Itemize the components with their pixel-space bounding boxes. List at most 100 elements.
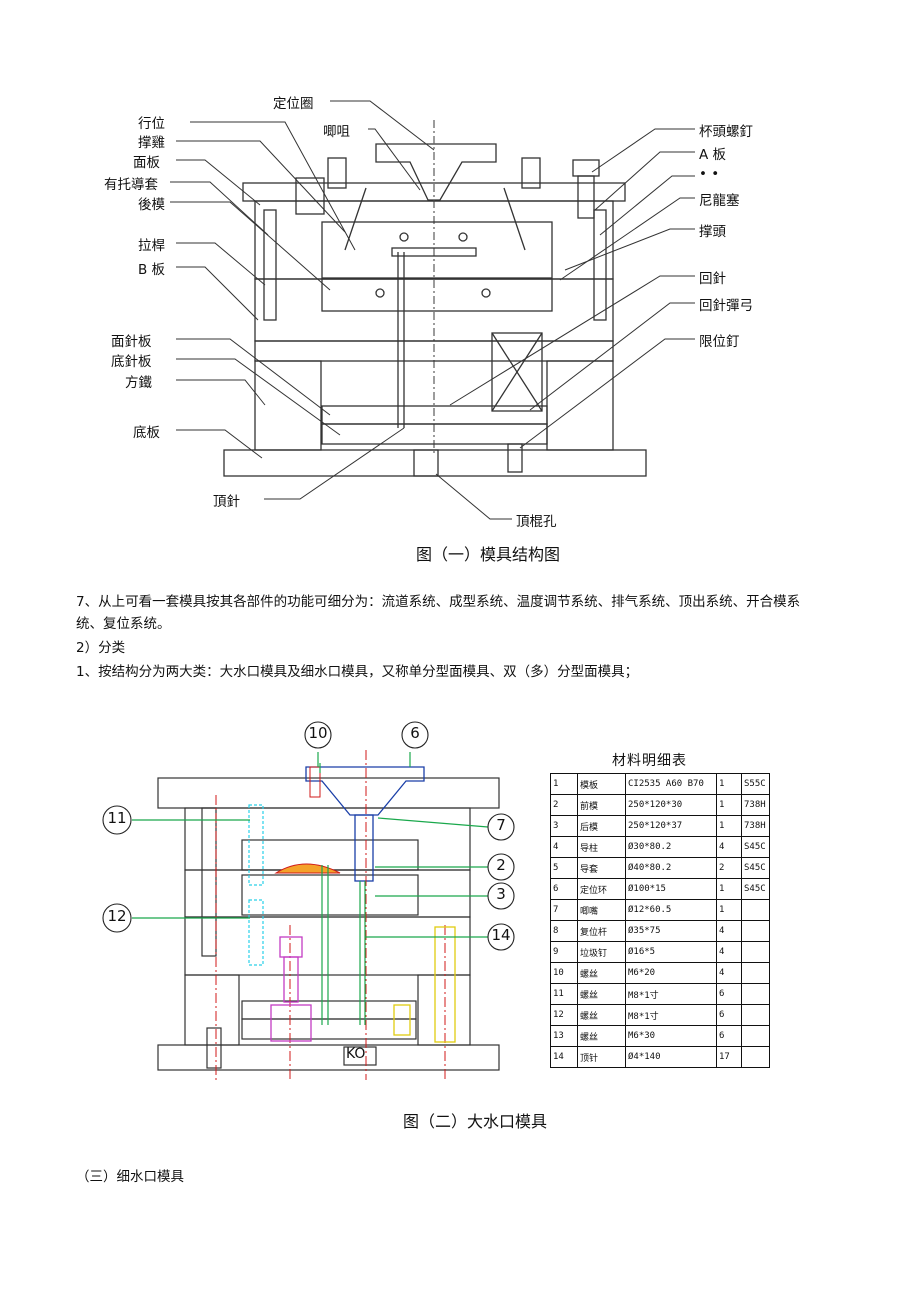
paragraph-classification: 2）分类 <box>76 640 126 656</box>
bom-material: S55C <box>741 773 770 795</box>
bom-name: 后模 <box>577 815 626 837</box>
bom-spec: CI2535 A60 B70 <box>625 773 717 795</box>
bom-qty: 2 <box>716 857 742 879</box>
label-tie-rod: 拉桿 <box>138 238 165 254</box>
bom-spec: Ø100*15 <box>625 878 717 900</box>
balloon-11: 11 <box>107 809 127 827</box>
figure-1-caption: 图（一）模具结构图 <box>416 545 561 564</box>
bom-spec: Ø4*140 <box>625 1046 717 1068</box>
bom-spec: Ø16*5 <box>625 941 717 963</box>
bom-qty: 4 <box>716 962 742 984</box>
bom-name: 导柱 <box>577 836 626 858</box>
label-a-plate: A 板 <box>699 147 727 163</box>
balloon-14: 14 <box>491 926 511 944</box>
balloon-6: 6 <box>410 724 420 742</box>
bom-material <box>741 941 770 963</box>
bom-material: S45C <box>741 878 770 900</box>
bom-material <box>741 1025 770 1047</box>
bom-material <box>741 899 770 921</box>
label-ejector-pin: 頂針 <box>213 494 240 510</box>
bom-no: 6 <box>550 878 578 900</box>
label-dots: • • <box>699 166 720 182</box>
label-return-spring: 回針彈弓 <box>699 298 753 314</box>
bom-spec: Ø35*75 <box>625 920 717 942</box>
bom-qty: 1 <box>716 815 742 837</box>
bom-name: 导套 <box>577 857 626 879</box>
bom-no: 3 <box>550 815 578 837</box>
bom-spec: M8*1寸 <box>625 1004 717 1026</box>
bom-name: 复位杆 <box>577 920 626 942</box>
bom-qty: 4 <box>716 836 742 858</box>
mold-structure-drawing <box>170 100 695 520</box>
bom-no: 12 <box>550 1004 578 1026</box>
bom-no: 7 <box>550 899 578 921</box>
paragraph-7-line-2: 统、复位系统。 <box>76 616 171 632</box>
label-slide: 行位 <box>138 116 165 132</box>
bom-material: S45C <box>741 836 770 858</box>
label-bottom-plate: 底板 <box>133 425 160 441</box>
bom-no: 11 <box>550 983 578 1005</box>
label-core: 後模 <box>138 197 165 213</box>
bom-no: 8 <box>550 920 578 942</box>
bom-material: 738H <box>741 815 770 837</box>
figure-1: 行位 撑雞 面板 有托導套 後模 拉桿 B 板 面針板 底針板 方鐵 底板 定位… <box>0 0 920 570</box>
balloon-3: 3 <box>496 885 506 903</box>
bom-qty: 17 <box>716 1046 742 1068</box>
bom-name: 模板 <box>577 773 626 795</box>
two-plate-mold-drawing <box>102 721 515 1080</box>
paragraph-7-line-1: 7、从上可看一套模具按其各部件的功能可细分为：流道系统、成型系统、温度调节系统、… <box>76 594 801 610</box>
label-stop-pin: 限位釘 <box>699 334 740 350</box>
bom-material <box>741 983 770 1005</box>
label-locating-ring: 定位圈 <box>273 96 314 112</box>
balloon-12: 12 <box>107 907 127 925</box>
bom-qty: 1 <box>716 794 742 816</box>
bom-qty: 6 <box>716 983 742 1005</box>
bom-no: 14 <box>550 1046 578 1068</box>
knockout-label: KO <box>346 1046 366 1062</box>
bom-qty: 1 <box>716 878 742 900</box>
label-nylon-plug: 尼龍塞 <box>699 193 740 209</box>
label-return-pin: 回針 <box>699 271 726 287</box>
bom-spec: M6*20 <box>625 962 717 984</box>
bom-no: 13 <box>550 1025 578 1047</box>
bom-spec: M8*1寸 <box>625 983 717 1005</box>
section-3-heading: （三）细水口模具 <box>76 1169 184 1185</box>
label-knockout-hole: 頂棍孔 <box>516 514 557 530</box>
bom-name: 唧嘴 <box>577 899 626 921</box>
bom-name: 螺丝 <box>577 1025 626 1047</box>
label-spacer-block: 方鐵 <box>125 375 152 391</box>
bom-name: 螺丝 <box>577 962 626 984</box>
balloon-7: 7 <box>496 816 506 834</box>
bom-spec: Ø30*80.2 <box>625 836 717 858</box>
bom-no: 2 <box>550 794 578 816</box>
balloon-2: 2 <box>496 856 506 874</box>
bom-qty: 6 <box>716 1025 742 1047</box>
bom-qty: 1 <box>716 773 742 795</box>
bom-material <box>741 1004 770 1026</box>
bom-spec: 250*120*30 <box>625 794 717 816</box>
label-ejector-plate: 底針板 <box>111 354 152 370</box>
bom-material: 738H <box>741 794 770 816</box>
label-support-brace: 撑雞 <box>138 135 165 151</box>
label-guide-bush: 有托導套 <box>104 177 158 193</box>
bom-no: 1 <box>550 773 578 795</box>
bom-name: 顶针 <box>577 1046 626 1068</box>
label-top-plate: 面板 <box>133 155 160 171</box>
bom-material <box>741 962 770 984</box>
bom-material <box>741 1046 770 1068</box>
bom-no: 5 <box>550 857 578 879</box>
bom-qty: 1 <box>716 899 742 921</box>
bom-qty: 4 <box>716 920 742 942</box>
bom-qty: 4 <box>716 941 742 963</box>
